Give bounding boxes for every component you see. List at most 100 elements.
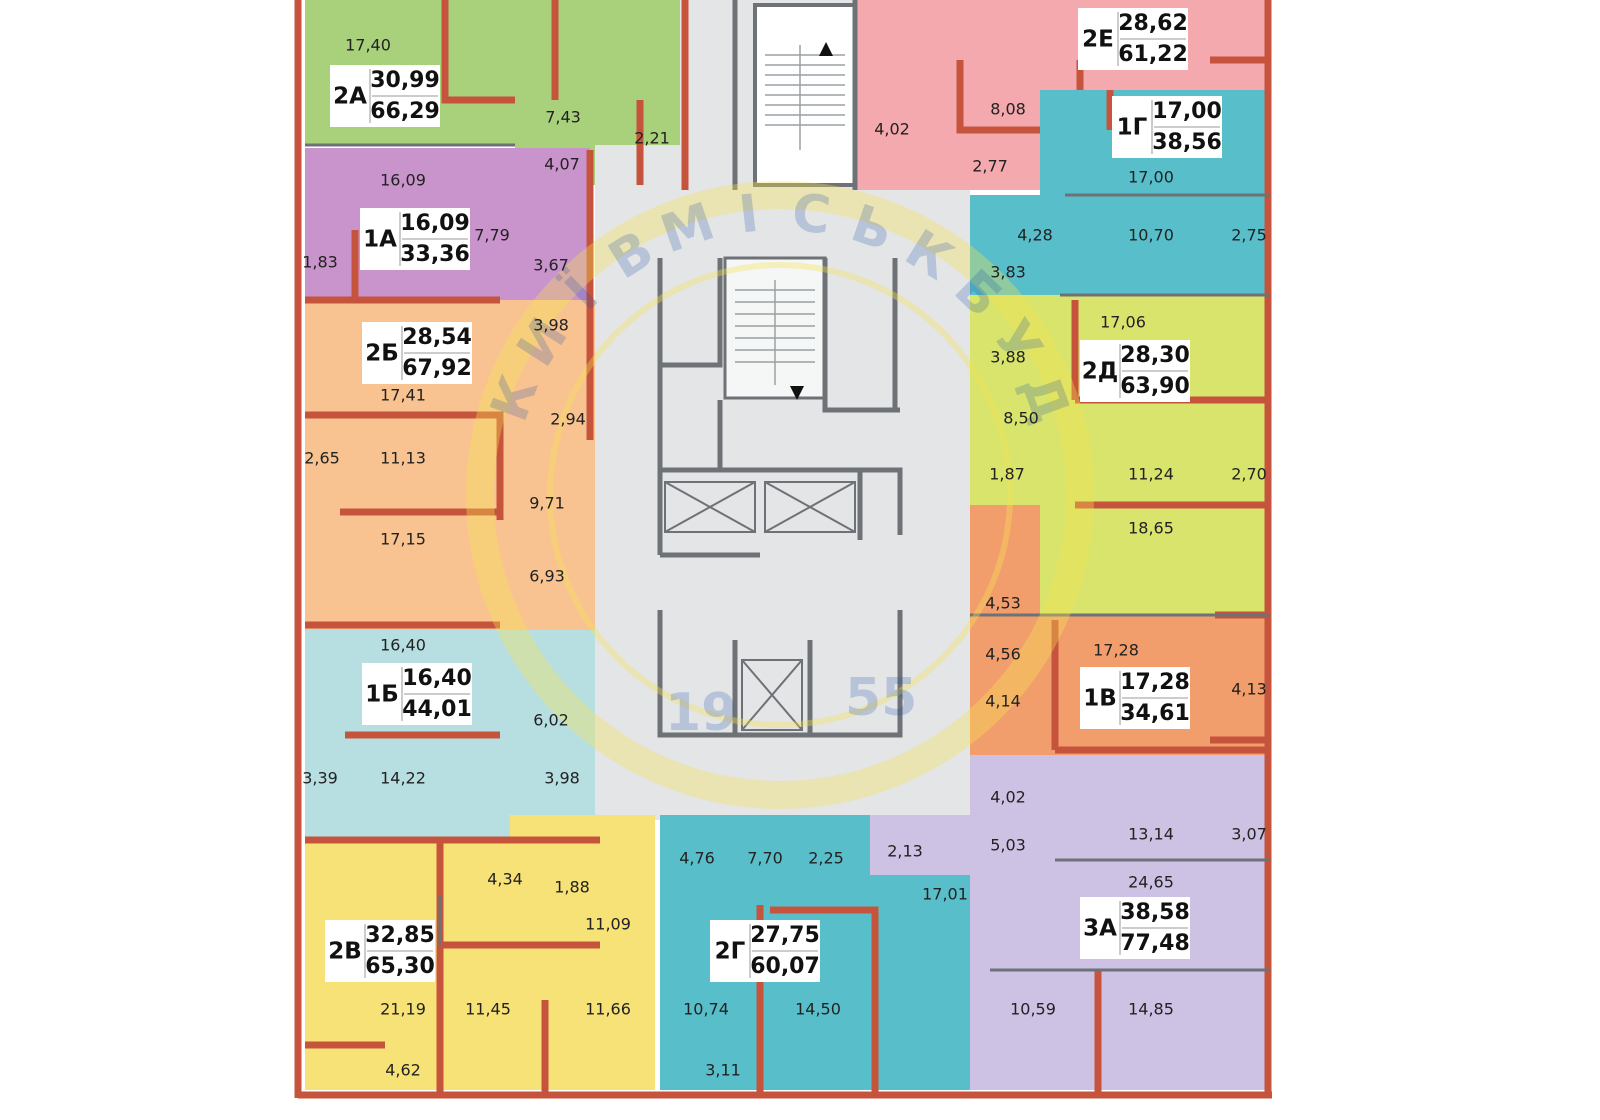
room-area-label: 18,65 (1128, 519, 1174, 538)
room-area-label: 10,74 (683, 1000, 729, 1019)
apartment-code: 1Б (365, 682, 399, 708)
room-area-label: 2,21 (634, 129, 670, 148)
apartment-living-area: 28,30 (1120, 343, 1190, 368)
room-area-label: 4,13 (1231, 680, 1267, 699)
room-area-label: 17,41 (380, 386, 426, 405)
apartment-code: 2Е (1082, 27, 1114, 53)
room-area-label: 17,01 (922, 885, 968, 904)
room-area-label: 14,22 (380, 769, 426, 788)
apartment-code: 1В (1083, 686, 1117, 712)
apartment-total-area: 65,30 (365, 954, 435, 979)
zone-3a-ext (870, 815, 980, 875)
apartment-code: 2Б (365, 341, 399, 367)
room-area-label: 1,83 (302, 253, 338, 272)
staircase-center (723, 256, 827, 400)
room-area-label: 3,39 (302, 769, 338, 788)
apartment-living-area: 28,54 (402, 325, 472, 350)
room-area-label: 10,70 (1128, 226, 1174, 245)
room-area-label: 7,43 (545, 108, 581, 127)
room-area-label: 11,24 (1128, 465, 1174, 484)
apartment-living-area: 17,28 (1120, 670, 1190, 695)
room-area-label: 8,50 (1003, 409, 1039, 428)
room-area-label: 4,28 (1017, 226, 1053, 245)
zone-2b-ext (500, 360, 595, 660)
room-area-label: 24,65 (1128, 873, 1174, 892)
room-area-label: 4,34 (487, 870, 523, 889)
apartment-living-area: 32,85 (365, 923, 435, 948)
apartment-living-area: 28,62 (1118, 11, 1188, 36)
room-area-label: 7,79 (474, 226, 510, 245)
room-area-label: 3,98 (533, 316, 569, 335)
apartment-code: 2Д (1082, 359, 1119, 385)
room-area-label: 6,93 (529, 567, 565, 586)
apartment-living-area: 16,09 (400, 211, 470, 236)
room-area-label: 10,59 (1010, 1000, 1056, 1019)
room-area-label: 5,03 (990, 836, 1026, 855)
interior-partitions (305, 143, 1270, 972)
apartment-living-area: 30,99 (370, 68, 440, 93)
room-area-label: 2,75 (1231, 226, 1267, 245)
room-area-label: 2,77 (972, 157, 1008, 176)
room-area-label: 2,25 (808, 849, 844, 868)
room-area-label: 3,11 (705, 1061, 741, 1080)
room-area-label: 3,67 (533, 256, 569, 275)
apartment-total-area: 33,36 (400, 242, 470, 267)
zone-1g-lower (970, 195, 1270, 295)
apartment-total-area: 60,07 (750, 954, 820, 979)
room-area-label: 17,06 (1100, 313, 1146, 332)
room-area-label: 17,40 (345, 36, 391, 55)
room-area-label: 2,13 (887, 842, 923, 861)
apartment-living-area: 17,00 (1152, 99, 1222, 124)
apartment-code: 1А (363, 227, 397, 253)
room-area-label: 2,65 (304, 449, 340, 468)
room-area-label: 4,02 (874, 120, 910, 139)
apartment-living-area: 27,75 (750, 923, 820, 948)
seal-letter: С (789, 183, 834, 247)
room-area-label: 11,13 (380, 449, 426, 468)
apartment-total-area: 67,92 (402, 356, 472, 381)
room-area-label: 9,71 (529, 494, 565, 513)
apartment-living-area: 38,58 (1120, 900, 1190, 925)
room-area-label: 14,85 (1128, 1000, 1174, 1019)
room-area-label: 21,19 (380, 1000, 426, 1019)
apartment-total-area: 61,22 (1118, 42, 1188, 67)
apartment-total-area: 63,90 (1120, 374, 1190, 399)
apartment-total-area: 34,61 (1120, 701, 1190, 726)
room-area-label: 8,08 (990, 100, 1026, 119)
room-area-label: 3,98 (544, 769, 580, 788)
apartment-total-area: 44,01 (402, 697, 472, 722)
room-area-label: 11,45 (465, 1000, 511, 1019)
room-area-label: 4,07 (544, 155, 580, 174)
room-area-label: 4,02 (990, 788, 1026, 807)
exterior-walls (294, 0, 1272, 1099)
staircase-top (753, 3, 857, 187)
room-area-label: 13,14 (1128, 825, 1174, 844)
room-area-label: 14,50 (795, 1000, 841, 1019)
elevator-shafts (664, 481, 856, 731)
zone-2d-bath (970, 505, 1040, 620)
apartment-code: 2А (333, 84, 367, 110)
room-area-label: 17,00 (1128, 168, 1174, 187)
seal-year-left: 19 (665, 683, 737, 743)
apartment-code: 3А (1083, 916, 1117, 942)
room-area-label: 17,15 (380, 530, 426, 549)
room-area-label: 1,88 (554, 878, 590, 897)
room-area-label: 1,87 (989, 465, 1025, 484)
room-area-label: 3,88 (990, 348, 1026, 367)
core-walls (657, 0, 903, 738)
room-area-label: 11,66 (585, 1000, 631, 1019)
room-area-label: 7,70 (747, 849, 783, 868)
room-area-label: 4,76 (679, 849, 715, 868)
